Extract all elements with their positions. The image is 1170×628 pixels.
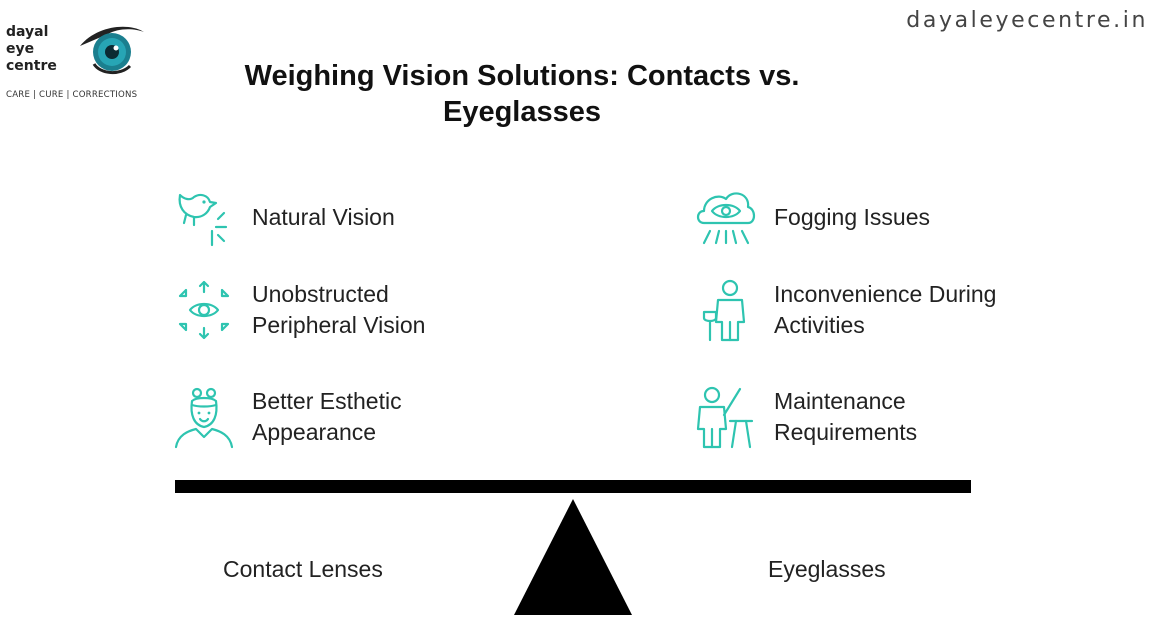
website-url: dayaleyecentre.in	[906, 8, 1148, 33]
eye-logo-icon	[80, 26, 144, 74]
right-item-label: Fogging Issues	[774, 203, 930, 230]
woman-face-icon	[172, 385, 236, 449]
brand-logo: dayal eye centre CARE | CURE | CORRECTIO…	[6, 24, 156, 104]
brand-name-line-2: eye	[6, 41, 35, 57]
teacher-pointer-icon	[694, 385, 758, 449]
left-item-natural-vision: Natural Vision	[172, 185, 492, 249]
right-side-label: Eyeglasses	[768, 556, 886, 582]
scale-beam	[175, 480, 971, 493]
cloud-eye-icon	[694, 185, 758, 249]
left-item-label: Better Esthetic Appearance	[252, 388, 402, 445]
brand-name: dayal eye centre	[6, 24, 57, 75]
brand-name-line-3: centre	[6, 58, 57, 74]
person-cane-icon	[694, 278, 758, 342]
left-item-label: Natural Vision	[252, 203, 395, 230]
right-item-maintenance: Maintenance Requirements	[694, 385, 1014, 449]
brand-name-line-1: dayal	[6, 24, 49, 40]
right-item-inconvenience: Inconvenience During Activities	[694, 278, 1014, 342]
right-item-fogging: Fogging Issues	[694, 185, 1014, 249]
page-title: Weighing Vision Solutions: Contacts vs. …	[244, 60, 800, 128]
brand-tagline: CARE | CURE | CORRECTIONS	[6, 90, 138, 100]
left-item-label: Unobstructed Peripheral Vision	[252, 281, 426, 338]
left-side-label: Contact Lenses	[223, 556, 383, 582]
right-item-label: Maintenance Requirements	[774, 388, 918, 445]
eye-arrows-icon	[172, 278, 236, 342]
left-item-peripheral-vision: Unobstructed Peripheral Vision	[172, 278, 492, 342]
bird-icon	[172, 185, 236, 249]
left-item-esthetic-appearance: Better Esthetic Appearance	[172, 385, 492, 449]
right-item-label: Inconvenience During Activities	[774, 281, 997, 338]
scale-fulcrum	[514, 499, 632, 615]
